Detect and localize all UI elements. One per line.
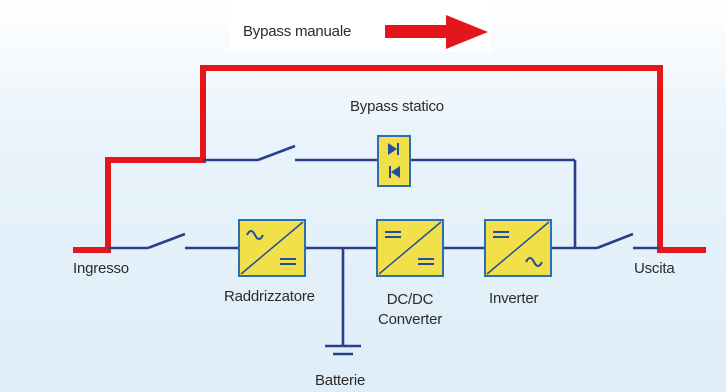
dcdc-converter-label: DC/DC Converter (378, 290, 442, 330)
circuit-lines (108, 158, 660, 346)
bypass-manuale-label: Bypass manuale (243, 23, 352, 40)
uscita-label: Uscita (634, 260, 675, 277)
open-switch-icon (596, 232, 634, 250)
open-switch-icon (147, 232, 186, 250)
red-arrow-right-icon (385, 15, 488, 49)
manual-bypass-line (73, 65, 706, 253)
dc-to-ac-icon (484, 219, 552, 277)
dc-to-dc-icon (376, 219, 444, 277)
ac-to-dc-icon (238, 219, 306, 277)
bypass-statico-label: Bypass statico (350, 98, 444, 115)
open-switch-icon (257, 144, 296, 162)
inverter-label: Inverter (489, 290, 539, 307)
ingresso-label: Ingresso (73, 260, 129, 277)
ground-battery-icon (325, 344, 361, 356)
dcdc-label-line2: Converter (377, 311, 443, 328)
raddrizzatore-label: Raddrizzatore (224, 288, 315, 305)
thyristor-pair-icon (377, 135, 411, 187)
batterie-label: Batterie (315, 372, 366, 389)
dcdc-label-line1: DC/DC (386, 291, 434, 308)
